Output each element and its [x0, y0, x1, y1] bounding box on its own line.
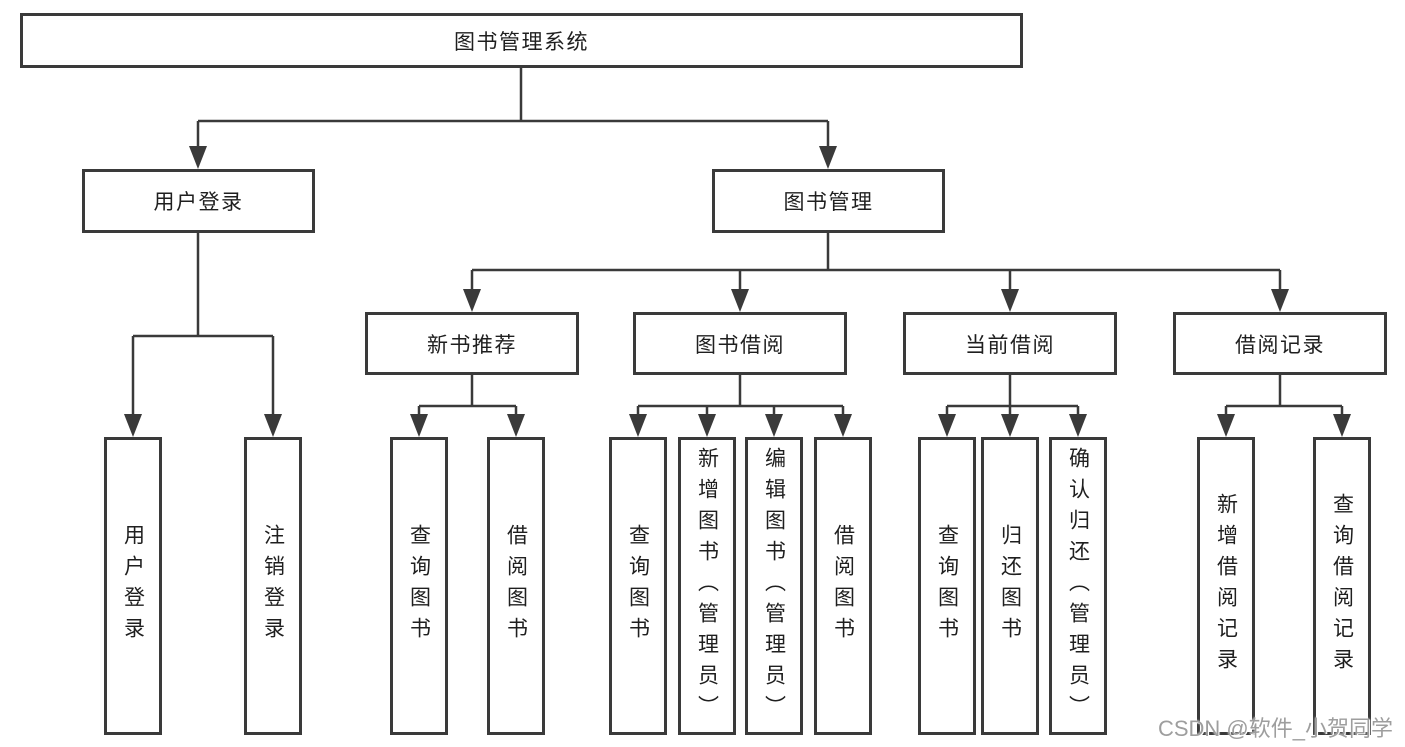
leaf-confirm-return-admin: 确认归还（管理员） — [1049, 437, 1107, 735]
arrow-down-icon — [124, 414, 142, 437]
leaf-query-books-borrow-label: 查询图书 — [626, 524, 650, 648]
node-book-borrow: 图书借阅 — [633, 312, 847, 375]
node-user-login: 用户登录 — [82, 169, 315, 233]
leaf-query-books-borrow: 查询图书 — [609, 437, 667, 735]
node-borrow-records: 借阅记录 — [1173, 312, 1387, 375]
arrow-down-icon — [1217, 414, 1235, 437]
csdn-watermark: CSDN @软件_小贺同学 — [1157, 716, 1393, 741]
leaf-return-books: 归还图书 — [981, 437, 1039, 735]
connector-newbooks-to-leaves — [417, 375, 518, 415]
arrow-down-icon — [507, 414, 525, 437]
node-user-login-label: 用户登录 — [153, 191, 244, 214]
node-new-book-recommend-label: 新书推荐 — [427, 333, 517, 357]
arrow-down-icon — [1333, 414, 1351, 437]
arrow-down-icon — [834, 414, 852, 437]
arrow-down-icon — [410, 414, 428, 437]
arrow-down-icon — [264, 414, 282, 437]
leaf-add-books-admin: 新增图书（管理员） — [678, 437, 736, 735]
node-current-borrow-label: 当前借阅 — [965, 333, 1055, 357]
leaf-query-borrow-record: 查询借阅记录 — [1313, 437, 1371, 735]
connector-login-to-leaves — [131, 233, 275, 415]
connector-records-to-leaves — [1224, 375, 1344, 415]
arrow-down-icon — [1001, 289, 1019, 312]
arrow-down-icon — [463, 289, 481, 312]
leaf-logout-label: 注销登录 — [261, 524, 285, 648]
leaf-edit-books-admin-label: 编辑图书（管理员） — [762, 446, 786, 726]
arrow-down-icon — [698, 414, 716, 437]
connector-mgmt-to-level3 — [470, 233, 1282, 290]
arrow-down-icon — [189, 146, 207, 169]
leaf-borrow-books: 借阅图书 — [814, 437, 872, 735]
leaf-query-books-current: 查询图书 — [918, 437, 976, 735]
node-book-borrow-label: 图书借阅 — [695, 333, 785, 357]
arrow-down-icon — [938, 414, 956, 437]
arrow-down-icon — [819, 146, 837, 169]
arrow-down-icon — [765, 414, 783, 437]
node-new-book-recommend: 新书推荐 — [365, 312, 579, 375]
connector-current-to-leaves — [945, 375, 1080, 415]
leaf-query-books-newrec-label: 查询图书 — [407, 524, 431, 648]
leaf-edit-books-admin: 编辑图书（管理员） — [745, 437, 803, 735]
node-book-management-label: 图书管理 — [783, 191, 874, 214]
leaf-query-books-newrec: 查询图书 — [390, 437, 448, 735]
arrow-down-icon — [1271, 289, 1289, 312]
connector-root-to-level2 — [196, 68, 830, 147]
leaf-user-login-label: 用户登录 — [121, 524, 145, 648]
leaf-add-borrow-record-label: 新增借阅记录 — [1214, 493, 1238, 679]
arrow-down-icon — [1069, 414, 1087, 437]
leaf-return-books-label: 归还图书 — [998, 524, 1022, 648]
node-borrow-records-label: 借阅记录 — [1235, 333, 1325, 357]
leaf-borrow-books-newrec-label: 借阅图书 — [504, 524, 528, 648]
leaf-query-borrow-record-label: 查询借阅记录 — [1330, 493, 1354, 679]
node-book-management: 图书管理 — [712, 169, 945, 233]
node-root-label: 图书管理系统 — [454, 30, 589, 54]
leaf-borrow-books-label: 借阅图书 — [831, 524, 855, 648]
leaf-add-borrow-record: 新增借阅记录 — [1197, 437, 1255, 735]
arrow-down-icon — [1001, 414, 1019, 437]
arrow-down-icon — [731, 289, 749, 312]
connector-borrow-to-leaves — [636, 375, 845, 415]
node-current-borrow: 当前借阅 — [903, 312, 1117, 375]
node-root-system: 图书管理系统 — [20, 13, 1023, 68]
leaf-borrow-books-newrec: 借阅图书 — [487, 437, 545, 735]
leaf-confirm-return-admin-label: 确认归还（管理员） — [1066, 446, 1090, 726]
arrow-down-icon — [629, 414, 647, 437]
leaf-add-books-admin-label: 新增图书（管理员） — [695, 446, 719, 726]
leaf-user-login: 用户登录 — [104, 437, 162, 735]
leaf-query-books-current-label: 查询图书 — [935, 524, 959, 648]
leaf-logout: 注销登录 — [244, 437, 302, 735]
